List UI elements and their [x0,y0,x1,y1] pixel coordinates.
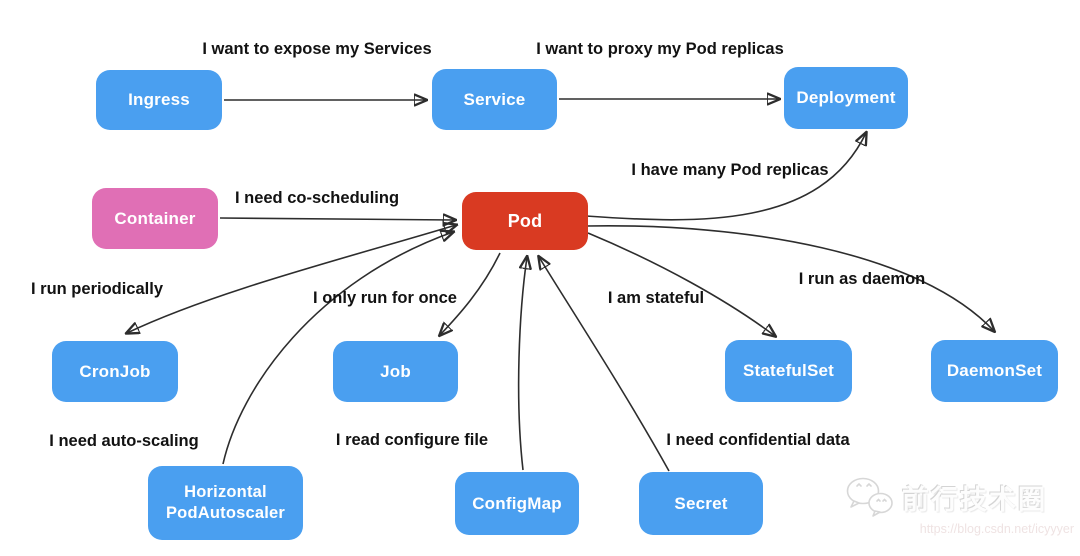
edge-label-daemon: I run as daemon [798,270,926,288]
edge-label-expose: I want to expose my Services [202,40,432,58]
edge-configmap-pod [517,257,527,471]
edge-label-confidential: I need confidential data [666,431,850,449]
edge-container-pod [219,218,455,220]
node-horizontal-pod-autoscaler: Horizontal PodAutoscaler [148,466,303,540]
edge-secret-pod [539,257,670,472]
edge-pod-deployment [585,133,866,221]
edge-label-once: I only run for once [313,289,457,307]
node-job-label: Job [380,361,411,381]
watermark-url: https://blog.csdn.net/icyyyer [919,522,1074,536]
watermark: 前行技术圈 https://blog.csdn.net/icyyyer [844,474,1074,552]
node-cronjob-label: CronJob [79,361,151,381]
watermark-brand-text: 前行技术圈 [902,484,1047,515]
edge-label-replicas: I have many Pod replicas [631,161,829,179]
node-deployment-label: Deployment [796,88,896,108]
edge-pod-cronjob [127,225,456,333]
node-service: Service [432,69,557,130]
node-secret-label: Secret [674,493,728,513]
node-statefulset: StatefulSet [725,340,852,402]
edge-pod-statefulset [587,232,775,336]
edge-label-autoscaling: I need auto-scaling [49,432,199,450]
node-hpa-label: Horizontal PodAutoscaler [165,483,286,522]
node-deployment: Deployment [784,67,908,129]
node-statefulset-label: StatefulSet [743,361,834,381]
node-configmap: ConfigMap [455,472,579,535]
node-cronjob: CronJob [52,341,178,402]
node-ingress: Ingress [96,70,222,130]
node-daemonset-label: DaemonSet [946,361,1043,381]
edge-label-configure: I read configure file [335,431,489,449]
edge-label-stateful: I am stateful [607,289,705,307]
edge-label-coscheduling: I need co-scheduling [234,189,400,207]
edge-label-proxy: I want to proxy my Pod replicas [536,40,784,58]
node-configmap-label: ConfigMap [472,493,562,513]
edge-pod-daemonset [585,224,994,331]
node-container-label: Container [114,208,196,228]
edge-pod-job [440,252,501,335]
edge-hpa-pod [222,232,453,465]
node-container: Container [92,188,218,249]
node-secret: Secret [639,472,763,535]
node-pod-label: Pod [507,210,543,231]
node-daemonset: DaemonSet [931,340,1058,402]
edge-label-periodically: I run periodically [30,280,164,298]
node-ingress-label: Ingress [128,90,190,110]
wechat-icon [844,474,896,520]
node-pod: Pod [462,192,588,250]
node-service-label: Service [463,89,526,109]
node-job: Job [333,341,458,402]
